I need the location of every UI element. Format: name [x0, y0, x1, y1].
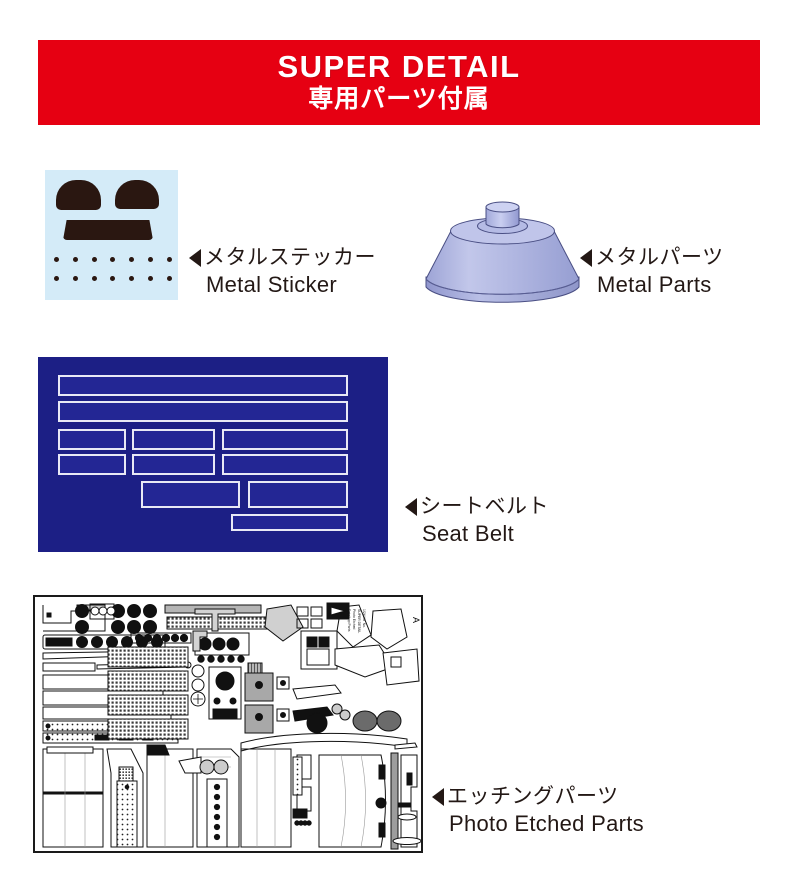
- left-triangle-icon: [432, 787, 444, 806]
- svg-text:Photo Etched: Photo Etched: [352, 609, 356, 629]
- seat-belt-strip: [58, 429, 126, 450]
- seat-belt-strip: [222, 429, 348, 450]
- metal-sticker-label-english: Metal Sticker: [206, 271, 338, 297]
- sticker-dot: [148, 276, 154, 281]
- metal-parts-cone-svg: [425, 201, 580, 303]
- sticker-dot: [110, 276, 116, 281]
- seat-belt-strip: [248, 481, 348, 508]
- photo-etched-parts-label-english: Photo Etched Parts: [449, 810, 644, 836]
- sticker-arc-left-shape: [56, 180, 101, 210]
- metal-sticker-label-japanese: メタルステッカー: [204, 245, 376, 269]
- sticker-dot: [110, 257, 116, 262]
- seat-belt-strip: [58, 454, 126, 475]
- metal-sticker-sheet: [45, 170, 178, 300]
- sticker-dot: [129, 257, 135, 262]
- seat-belt-label-english: Seat Belt: [422, 520, 514, 546]
- seat-belt-strip: [231, 514, 348, 531]
- metal-parts-callout: メタルパーツ Metal Parts: [580, 245, 724, 298]
- seat-belt-callout: シートベルト Seat Belt: [405, 494, 549, 547]
- seat-belt-strip: [141, 481, 240, 508]
- sticker-dot: [72, 257, 78, 262]
- svg-text:SUPER DETAIL: SUPER DETAIL: [357, 609, 361, 633]
- sticker-dot: [72, 276, 78, 281]
- seat-belt-strip: [58, 401, 348, 422]
- photo-etched-parts-fret: A 1/24 KIT No. SUPER DETAIL Photo Etched…: [33, 595, 423, 853]
- metal-sticker-callout: メタルステッカー Metal Sticker: [189, 245, 376, 298]
- banner-title-japanese: 専用パーツ付属: [308, 83, 490, 113]
- svg-text:A: A: [411, 617, 421, 623]
- sticker-dot: [166, 276, 172, 281]
- seat-belt-sheet: [38, 357, 388, 552]
- sticker-dot: [166, 257, 172, 262]
- sticker-dot: [148, 257, 154, 262]
- photo-etched-fret-svg: A 1/24 KIT No. SUPER DETAIL Photo Etched…: [35, 597, 421, 851]
- left-triangle-icon: [189, 248, 201, 267]
- sticker-arc-right-shape: [115, 180, 159, 209]
- photo-etched-parts-label-japanese: エッチングパーツ: [447, 784, 619, 808]
- seat-belt-strip: [58, 375, 348, 396]
- photo-etched-parts-callout: エッチングパーツ Photo Etched Parts: [432, 784, 644, 837]
- seat-belt-label-japanese: シートベルト: [420, 494, 549, 518]
- sticker-dot: [54, 276, 59, 281]
- sticker-dot-row-2: [54, 276, 172, 281]
- seat-belt-strip: [132, 429, 215, 450]
- sticker-trapezoid-bar-shape: [63, 220, 153, 240]
- seat-belt-strip: [132, 454, 215, 475]
- svg-text:Detail-up Parts: Detail-up Parts: [347, 609, 351, 632]
- metal-parts-label-english: Metal Parts: [597, 271, 712, 297]
- metal-parts-label-japanese: メタルパーツ: [595, 245, 724, 269]
- sticker-dot-row-1: [54, 257, 172, 262]
- left-triangle-icon: [405, 497, 417, 516]
- svg-text:1/24 KIT No.: 1/24 KIT No.: [362, 609, 366, 628]
- sticker-dot: [91, 276, 97, 281]
- sticker-dot: [54, 257, 59, 262]
- banner-title-english: SUPER DETAIL: [277, 49, 521, 85]
- super-detail-banner: SUPER DETAIL 専用パーツ付属: [38, 40, 760, 125]
- metal-parts-illustration: [420, 193, 585, 311]
- sticker-dot: [129, 276, 135, 281]
- seat-belt-strip: [222, 454, 348, 475]
- left-triangle-icon: [580, 248, 592, 267]
- sticker-dot: [91, 257, 97, 262]
